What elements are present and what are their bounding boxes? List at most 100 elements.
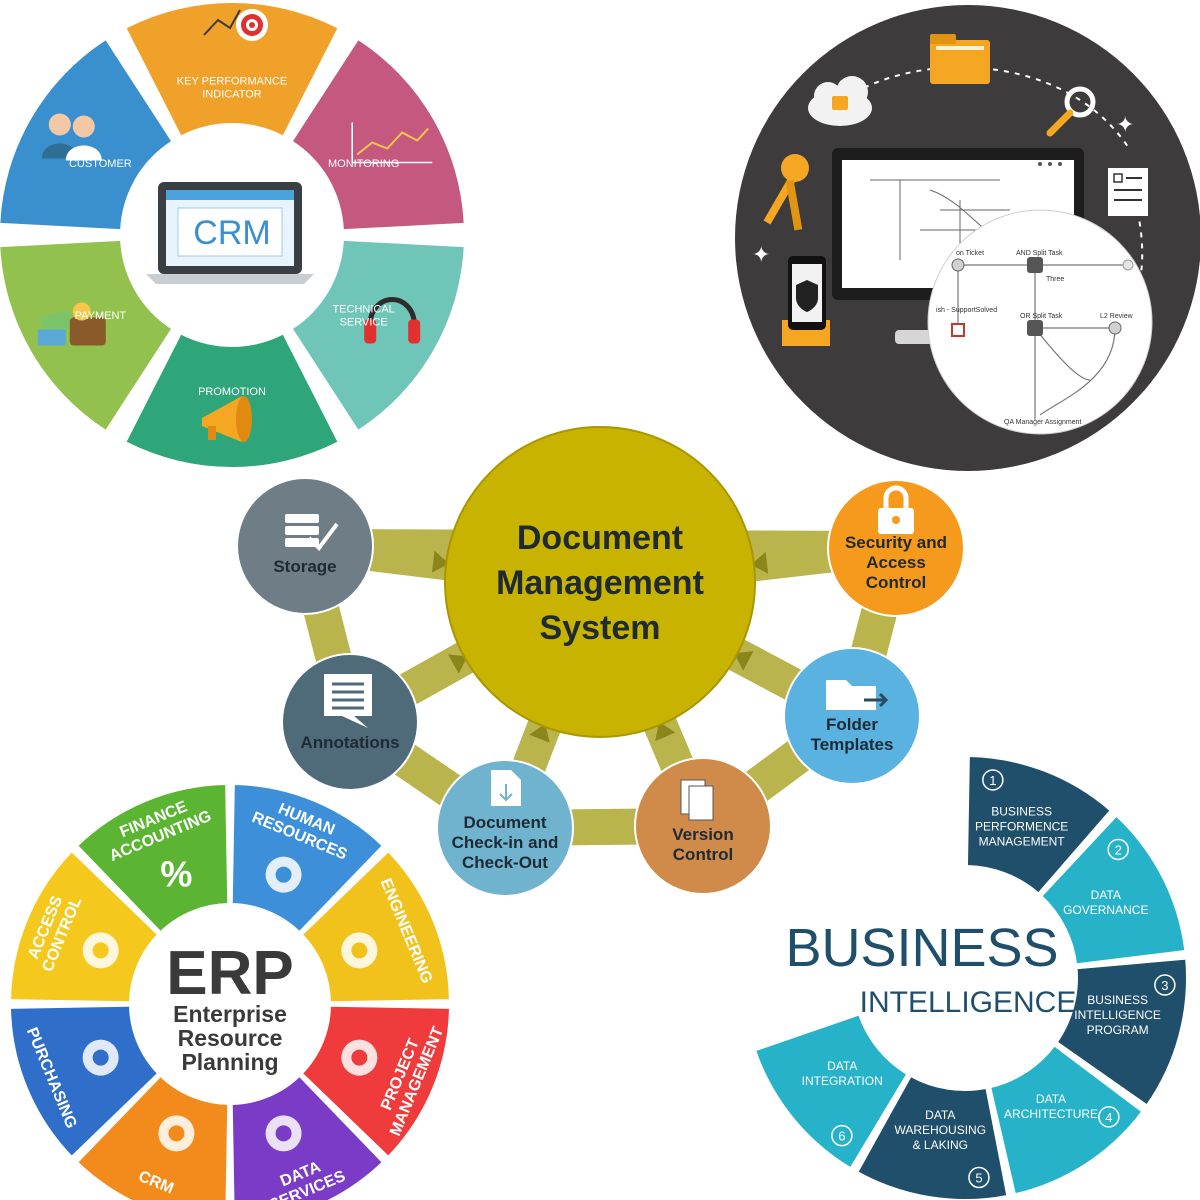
erp-segment-1 xyxy=(230,783,385,934)
svg-text:✦: ✦ xyxy=(1116,113,1134,138)
checklist-icon xyxy=(1108,168,1148,216)
dms-node-label: Annotations xyxy=(300,733,399,752)
crm-segment-1 xyxy=(292,40,464,230)
dms-node-label: Storage xyxy=(273,557,336,576)
dms-node-3 xyxy=(634,757,772,895)
bi-segment-2 xyxy=(1055,957,1188,1107)
svg-text:✦: ✦ xyxy=(752,243,770,268)
workflow-illustration: ✦ ✦ xyxy=(735,5,1200,471)
folder-icon xyxy=(930,34,990,84)
dollar-icon xyxy=(82,1039,119,1076)
erp-segment-2 xyxy=(300,849,451,1004)
dms-node-5 xyxy=(827,479,965,617)
crm-segment-2 xyxy=(292,240,464,430)
people-icon xyxy=(41,113,102,161)
dms-node-2 xyxy=(436,759,574,897)
keys-icon xyxy=(763,154,809,231)
bi-number-badge xyxy=(982,769,1004,791)
crm-segment-label: PROMOTION xyxy=(198,386,266,398)
bi-number: 4 xyxy=(1105,1110,1112,1125)
person-icon xyxy=(265,856,302,893)
erp-segment-7 xyxy=(9,849,160,1004)
wf-node-or-split: OR Split Task xyxy=(1020,313,1063,320)
bi-number-badge xyxy=(1098,1106,1120,1128)
crm-segment-label: MONITORING xyxy=(328,158,399,170)
copies-icon xyxy=(680,779,714,821)
envelope-icon xyxy=(158,1115,195,1152)
erp-title: ERP xyxy=(166,939,293,1008)
wf-node-support: ish - SupportSolved xyxy=(936,307,997,314)
bi-number: 5 xyxy=(975,1171,982,1186)
bi-number: 3 xyxy=(1161,978,1168,993)
erp-segment-6 xyxy=(9,1004,160,1159)
dms-node-1 xyxy=(281,653,419,791)
target-icon xyxy=(203,9,268,41)
crm-segment-label: CUSTOMER xyxy=(69,158,132,170)
magnifier-icon xyxy=(1046,86,1096,137)
gear-icon xyxy=(341,932,378,969)
bi-number: 2 xyxy=(1115,842,1122,857)
wf-node-ticket: on Ticket xyxy=(956,250,984,257)
erp-segment-0 xyxy=(75,783,230,934)
lock-icon xyxy=(878,485,914,534)
chat-icon xyxy=(324,674,372,728)
bi-segment-3 xyxy=(988,1043,1144,1196)
dms-center-circle xyxy=(444,426,756,738)
crm-laptop: CRM xyxy=(146,182,314,284)
bi-number: 6 xyxy=(838,1129,845,1144)
document-icon xyxy=(491,770,521,806)
phone-lock-icon xyxy=(782,256,830,346)
erp-center xyxy=(134,908,326,1100)
bi-number-badge xyxy=(1107,838,1129,861)
percent-icon: % xyxy=(160,854,192,895)
bi-subtitle: INTELLIGENCE xyxy=(860,986,1077,1019)
wf-node-and-split: AND Split Task xyxy=(1016,250,1063,257)
crm-segment-label: PAYMENT xyxy=(75,310,127,322)
bi-segment-1 xyxy=(1039,814,1187,966)
erp-segment-3 xyxy=(300,1004,451,1159)
crm-segment-0 xyxy=(126,2,338,136)
flowchart-icon xyxy=(341,1039,378,1076)
crm-segment-3 xyxy=(126,334,338,467)
server-icon xyxy=(265,1115,302,1152)
bi-number-badge xyxy=(1154,974,1176,996)
crm-title: CRM xyxy=(193,214,270,252)
workflow-zoom-circle: on Ticket AND Split Task Three ish - Sup… xyxy=(927,209,1153,435)
folder-icon xyxy=(826,680,889,710)
bi-number-badge xyxy=(831,1124,853,1147)
wf-node-qa: QA Manager Assignment xyxy=(1004,419,1081,426)
bi-segment-5 xyxy=(753,1013,909,1170)
dms-node-4 xyxy=(783,647,921,785)
headphones-icon xyxy=(364,297,421,344)
line-graph-icon xyxy=(351,122,433,164)
storage-icon xyxy=(285,514,339,552)
erp-segment-5 xyxy=(75,1074,230,1200)
wf-node-three: Three xyxy=(1046,276,1064,283)
wallet-icon xyxy=(37,302,106,346)
erp-glyph: % xyxy=(160,854,192,895)
megaphone-icon xyxy=(202,396,252,442)
bi-title: BUSINESS xyxy=(785,918,1058,978)
bi-segment-0 xyxy=(965,755,1113,895)
bi-number-badge xyxy=(968,1166,990,1189)
erp-segment-4 xyxy=(230,1074,385,1200)
cloud-lock-icon xyxy=(808,76,872,126)
wf-node-l2: L2 Review xyxy=(1100,313,1134,320)
